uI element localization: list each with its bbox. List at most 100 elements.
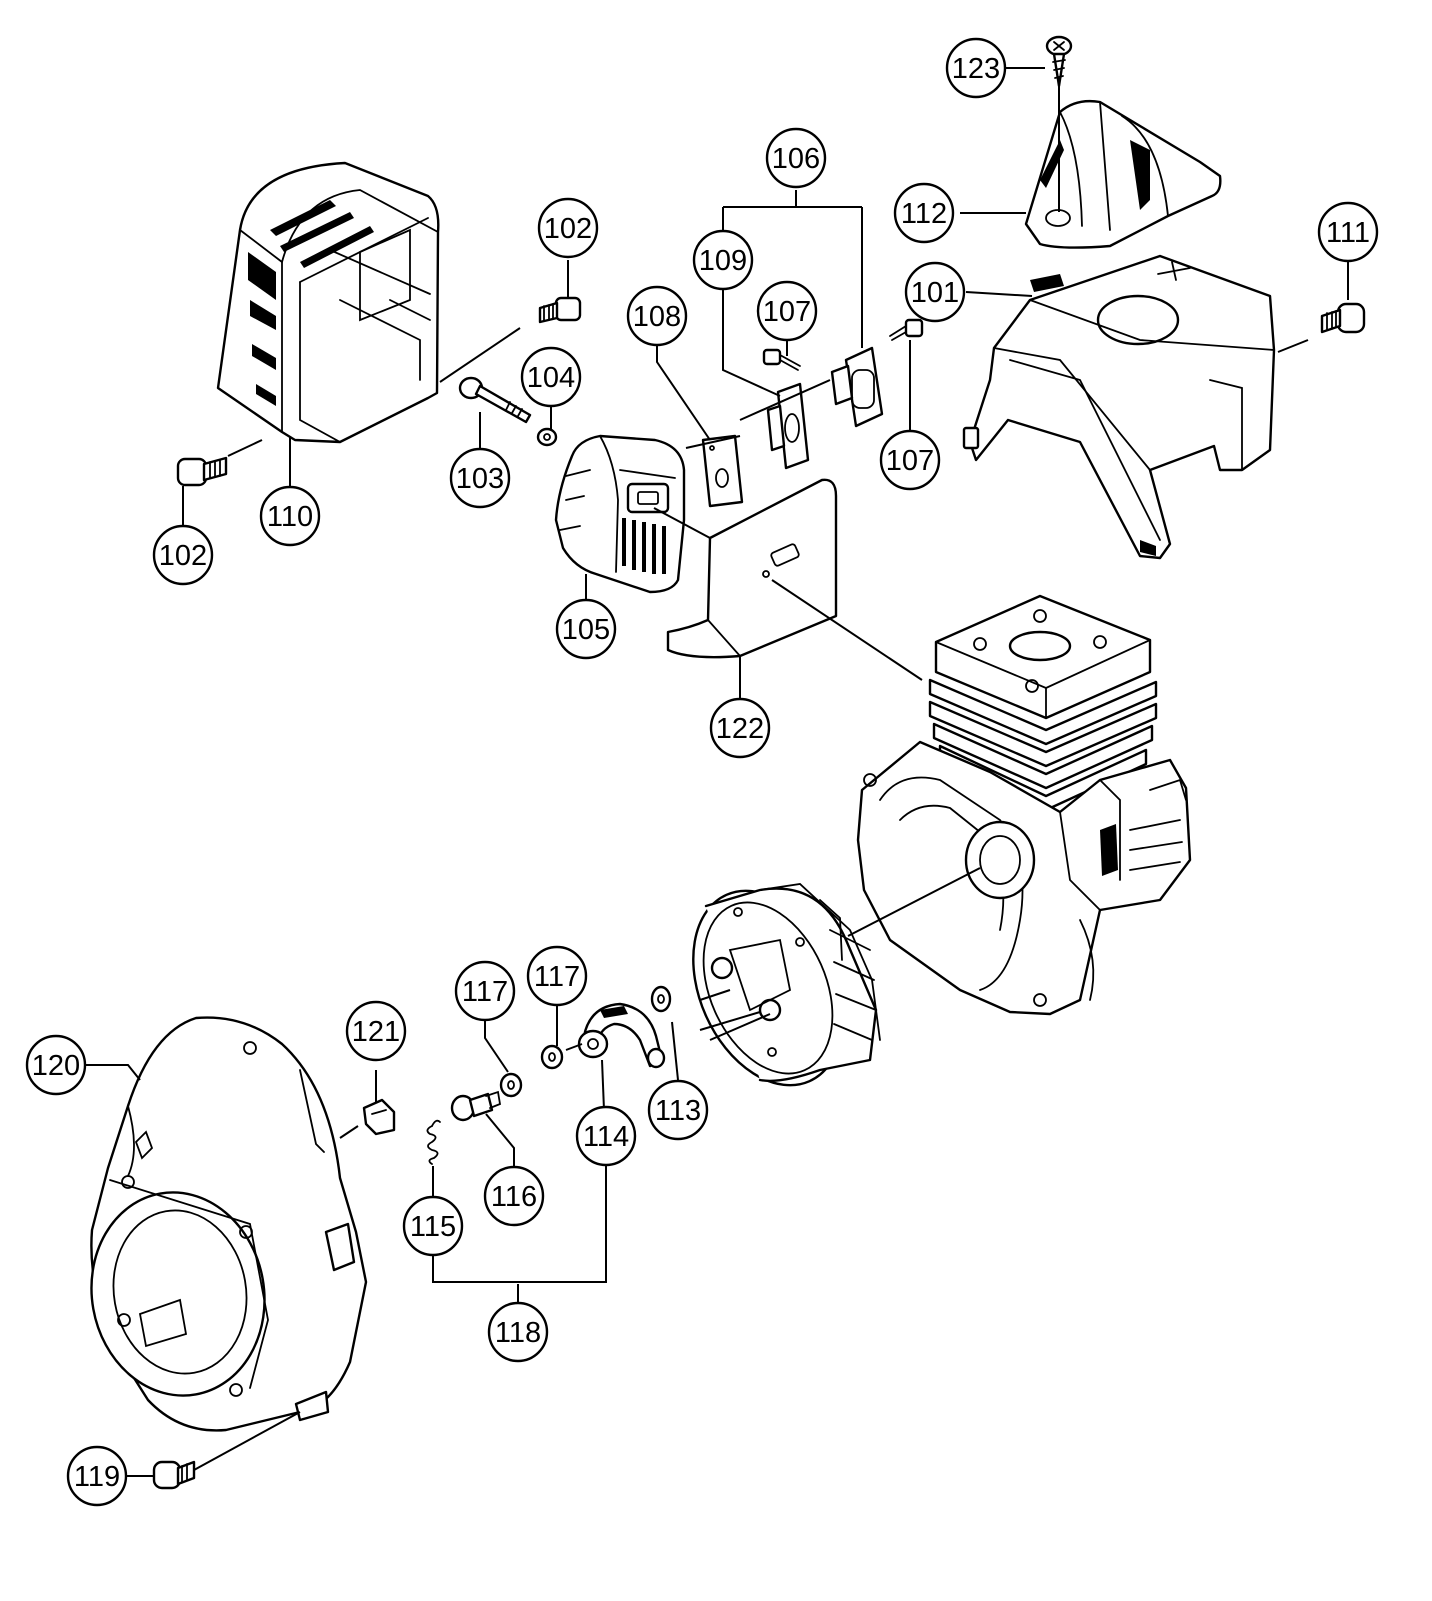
callout-circle (1317, 201, 1379, 263)
callout-number: 119 (74, 1461, 120, 1493)
callout-106: 106 (765, 127, 827, 189)
callout-circle (692, 229, 754, 291)
muffler-105-drawing (554, 434, 686, 594)
callout-circle (893, 182, 955, 244)
cylinder-cover-101-drawing (962, 254, 1276, 560)
callout-circle (647, 1079, 709, 1141)
callout-number: 122 (716, 713, 764, 745)
callout-number: 116 (491, 1181, 537, 1213)
callout-120: 120 (25, 1034, 87, 1096)
callout-110: 110 (259, 485, 321, 547)
callout-123: 123 (945, 37, 1007, 99)
screw-119-drawing (152, 1460, 196, 1490)
screw-107-left-drawing (762, 348, 801, 371)
callout-103: 103 (449, 447, 511, 509)
callout-112: 112 (893, 182, 955, 244)
callout-circle (520, 346, 582, 408)
washer-113-drawing (650, 985, 672, 1013)
callout-number: 105 (562, 614, 610, 646)
callout-105: 105 (555, 598, 617, 660)
screw-111-drawing (1320, 302, 1366, 334)
callout-number: 103 (456, 463, 504, 495)
callout-circle (487, 1301, 549, 1363)
callout-circle (345, 1000, 407, 1062)
callout-circle (66, 1445, 128, 1507)
callout-number: 107 (763, 296, 811, 328)
callout-102a: 102 (537, 197, 599, 259)
callout-number: 114 (583, 1121, 629, 1153)
screw-123-drawing (1045, 35, 1073, 88)
callout-circle (537, 197, 599, 259)
screw-102-lower-drawing (176, 456, 228, 487)
callout-number: 111 (1326, 217, 1370, 249)
knob-cover-112-drawing (1024, 99, 1222, 249)
callout-circle (756, 280, 818, 342)
callout-118: 118 (487, 1301, 549, 1363)
leader-lines (86, 67, 1349, 1477)
shoulder-bolt-116-drawing (450, 1090, 502, 1122)
callout-circle (526, 945, 588, 1007)
callout-number: 118 (495, 1317, 541, 1349)
callout-number: 117 (462, 976, 508, 1008)
callout-circle (259, 485, 321, 547)
flywheel-drawing (692, 883, 881, 1087)
callout-119: 119 (66, 1445, 128, 1507)
callout-number: 108 (633, 301, 681, 333)
callout-117a: 117 (454, 960, 516, 1022)
callout-number: 120 (32, 1050, 80, 1082)
callout-102b: 102 (152, 524, 214, 586)
callout-circle (402, 1195, 464, 1257)
callout-circle (945, 37, 1007, 99)
callout-number: 109 (699, 245, 747, 277)
engine-block-drawing (856, 594, 1192, 1016)
callout-circle (879, 429, 941, 491)
washer-117-left-drawing (499, 1072, 523, 1098)
callout-116: 116 (483, 1165, 545, 1227)
callout-109: 109 (692, 229, 754, 291)
callout-number: 110 (267, 501, 313, 533)
callout-circle (25, 1034, 87, 1096)
callout-117b: 117 (526, 945, 588, 1007)
heat-shield-122-drawing (666, 478, 838, 659)
callout-122: 122 (709, 697, 771, 759)
callout-number: 107 (886, 445, 934, 477)
callout-circle (709, 697, 771, 759)
washer-104-drawing (536, 427, 558, 447)
fan-housing-120-drawing (90, 1016, 368, 1432)
callout-circle (449, 447, 511, 509)
callout-number: 115 (410, 1211, 456, 1243)
callout-number: 113 (655, 1095, 701, 1127)
callout-number: 104 (527, 362, 575, 394)
screw-107-right-drawing (889, 318, 924, 341)
screw-102-upper-drawing (538, 296, 582, 324)
callout-circle (152, 524, 214, 586)
callout-number: 102 (544, 213, 592, 245)
callout-circle (555, 598, 617, 660)
callout-107b: 107 (879, 429, 941, 491)
callout-number: 106 (772, 143, 820, 175)
callout-circle (483, 1165, 545, 1227)
callout-circle (765, 127, 827, 189)
callout-115: 115 (402, 1195, 464, 1257)
bracket-106-drawing (830, 346, 884, 428)
bolt-103-drawing (458, 376, 532, 424)
callout-circle (454, 960, 516, 1022)
callout-114: 114 (575, 1105, 637, 1167)
callout-113: 113 (647, 1079, 709, 1141)
callout-107a: 107 (756, 280, 818, 342)
clutch-shoe-114-drawing (577, 1002, 666, 1069)
callout-121: 121 (345, 1000, 407, 1062)
callout-number: 101 (911, 277, 959, 309)
shroud-part-drawing (216, 161, 440, 444)
callout-circle (626, 285, 688, 347)
callout-111: 111 (1317, 201, 1379, 263)
spring-115-drawing (426, 1119, 441, 1165)
callout-101: 101 (904, 261, 966, 323)
washer-117-right-drawing (540, 1044, 564, 1070)
callout-circle (575, 1105, 637, 1167)
callout-number: 117 (534, 961, 580, 993)
gasket-108-drawing (701, 434, 744, 508)
plate-109-drawing (766, 382, 810, 470)
callout-number: 121 (352, 1016, 400, 1048)
